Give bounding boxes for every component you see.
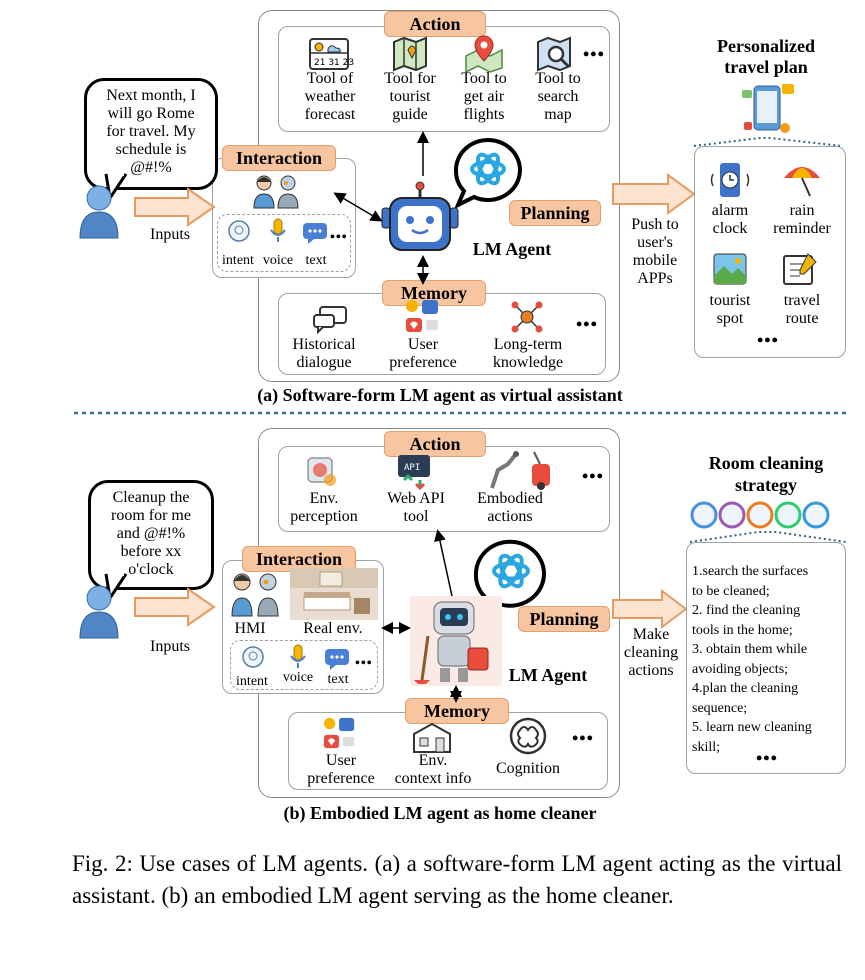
cleaning-robot-image [410, 596, 502, 686]
modality-voice-label-b: voice [282, 670, 314, 685]
hmi-icon [231, 573, 279, 617]
interaction-tag-b: Interaction [242, 546, 356, 572]
web-api-icon: API [398, 455, 430, 491]
modality-intent-label: intent [222, 253, 254, 268]
user-avatar-b [79, 585, 119, 639]
inputs-label-b: Inputs [150, 638, 190, 655]
voice-icon-b [290, 644, 306, 668]
text-chat-icon-b [325, 649, 349, 670]
search-map-icon [537, 36, 571, 72]
travel-route-icon [783, 253, 817, 285]
inputs-arrow-a [134, 187, 216, 227]
memory-env-context-label: Env.context info [394, 752, 472, 787]
figure-caption: Fig. 2: Use cases of LM agents. (a) a so… [72, 851, 842, 908]
real-env-room-image [290, 568, 378, 620]
openai-logo-icon [453, 138, 522, 210]
more-memory-ellipsis-b: ••• [572, 728, 594, 748]
subcaption-a: (a) Software-form LM agent as virtual as… [257, 385, 623, 405]
inputs-label-a: Inputs [150, 226, 190, 243]
more-memory-ellipsis: ••• [576, 314, 598, 334]
preference-icon [406, 300, 438, 332]
tourist-spot-icon [713, 253, 747, 285]
knowledge-network-icon [511, 301, 543, 333]
env-perception-label: Env.perception [290, 490, 358, 525]
more-actions-ellipsis: ••• [582, 466, 604, 486]
action-tag-b: Action [384, 431, 486, 457]
modality-text-label: text [305, 253, 327, 268]
svg-text:API: API [404, 463, 420, 473]
more-modalities-ellipsis: ••• [330, 230, 348, 245]
make-arrow-b [612, 589, 688, 629]
user-avatar-a [79, 185, 119, 239]
intent-icon [228, 220, 250, 242]
dialogue-icon [313, 306, 347, 335]
memory-cognition-label: Cognition [495, 760, 560, 777]
flight-location-icon [465, 35, 503, 74]
more-tools-ellipsis: ••• [583, 44, 605, 64]
robot-agent-icon [381, 181, 459, 251]
voice-icon [270, 218, 286, 242]
env-context-icon [413, 722, 451, 753]
modality-voice-label: voice [262, 253, 294, 268]
agent-label-b: LM Agent [508, 665, 588, 685]
tourist-map-icon [393, 36, 427, 72]
preference-icon-b [323, 717, 355, 749]
modality-text-label-b: text [327, 672, 349, 687]
cleaning-steps-box [686, 542, 846, 774]
more-modalities-ellipsis-b: ••• [355, 656, 373, 671]
svg-text:21 31 23: 21 31 23 [314, 58, 354, 68]
push-arrow-a [612, 173, 696, 215]
modality-intent-label-b: intent [236, 674, 268, 689]
planning-tag-a: Planning [509, 200, 601, 226]
inputs-arrow-b [134, 587, 216, 627]
hmi-label: HMI [234, 620, 266, 637]
section-divider [74, 411, 848, 415]
cognition-brain-icon [509, 717, 547, 755]
strategy-chain-icon [690, 501, 830, 529]
connectors-a [333, 131, 429, 285]
human-robot-icon [253, 175, 299, 209]
weather-icon: 21 31 23 [309, 38, 354, 70]
alarm-clock-icon [710, 163, 750, 197]
embodied-robot-arm-icon [490, 451, 550, 490]
travel-plan-box [694, 146, 846, 358]
planning-tag-b: Planning [518, 606, 610, 632]
phone-icon [742, 84, 794, 133]
text-chat-icon [303, 223, 327, 244]
action-tag-a: Action [384, 11, 486, 37]
dotted-connector-a [693, 137, 843, 147]
real-env-label: Real env. [303, 620, 363, 637]
interaction-tag-a: Interaction [222, 145, 336, 171]
agent-label-a: LM Agent [472, 239, 552, 259]
env-perception-icon [307, 457, 336, 486]
intent-icon-b [242, 646, 264, 668]
more-steps-ellipsis: ••• [756, 748, 778, 768]
umbrella-icon [784, 167, 820, 197]
subcaption-b: (b) Embodied LM agent as home cleaner [283, 803, 597, 823]
more-plan-ellipsis: ••• [757, 330, 779, 350]
memory-tag-a: Memory [382, 280, 486, 306]
